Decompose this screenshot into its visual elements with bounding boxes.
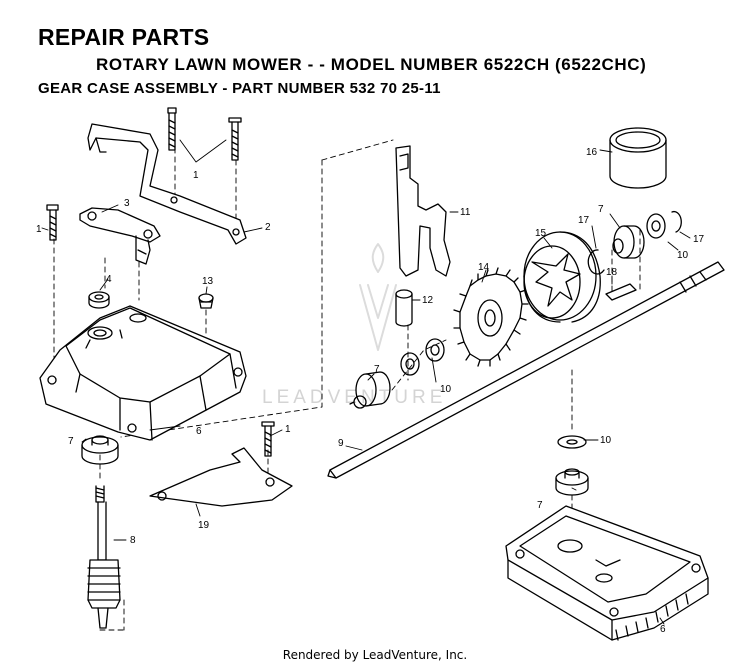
callout-17-left: 17 bbox=[578, 215, 590, 226]
callout-7-lower: 7 bbox=[537, 500, 543, 511]
worm-shaft-part-8 bbox=[87, 485, 121, 629]
callout-1-lower: 1 bbox=[285, 424, 291, 435]
bracket-part-2 bbox=[87, 123, 247, 245]
washer-part-10-lower bbox=[557, 435, 587, 449]
page-title: REPAIR PARTS bbox=[38, 24, 210, 50]
snap-ring-part-17-left bbox=[587, 249, 605, 275]
screw-part-1-top-right bbox=[228, 117, 242, 161]
callout-leaders bbox=[41, 149, 691, 625]
callout-16: 16 bbox=[586, 147, 598, 158]
key-part-18 bbox=[605, 283, 637, 301]
callout-2: 2 bbox=[265, 222, 271, 233]
gear-part-14 bbox=[453, 267, 529, 367]
gear-case-part-6 bbox=[39, 305, 247, 441]
drive-shaft-part-9 bbox=[327, 261, 725, 479]
callout-9: 9 bbox=[338, 438, 344, 449]
screw-part-1-top-left bbox=[167, 107, 177, 151]
footer-credit: Rendered by LeadVenture, Inc. bbox=[282, 648, 468, 662]
callout-7-left: 7 bbox=[68, 436, 74, 447]
callout-labels: 1 1 1 2 3 4 6 6 7 7 7 7 8 9 10 10 10 11 … bbox=[36, 147, 705, 635]
callout-19: 19 bbox=[198, 520, 210, 531]
washer-part-10-mid-b bbox=[425, 338, 445, 362]
callout-1-top: 1 bbox=[193, 170, 199, 181]
bearing-part-16 bbox=[609, 127, 667, 189]
callout-leader-1-top bbox=[179, 139, 227, 163]
callout-11: 11 bbox=[460, 207, 471, 218]
shift-fork-part-11 bbox=[395, 145, 451, 277]
callout-14: 14 bbox=[478, 262, 490, 273]
washer-part-4 bbox=[88, 291, 110, 309]
bushing-part-7-lower bbox=[555, 468, 589, 496]
callout-12: 12 bbox=[422, 295, 434, 306]
callout-1-left: 1 bbox=[36, 224, 42, 235]
callout-17-right: 17 bbox=[693, 234, 705, 245]
washer-part-10-right bbox=[646, 213, 666, 239]
sleeve-part-12 bbox=[395, 289, 413, 327]
watermark-text: LEADVENTURE bbox=[262, 387, 446, 408]
callout-4: 4 bbox=[106, 274, 112, 285]
callout-10-right: 10 bbox=[677, 250, 689, 261]
model-subtitle: ROTARY LAWN MOWER - - MODEL NUMBER 6522C… bbox=[96, 55, 647, 74]
callout-13: 13 bbox=[202, 276, 214, 287]
callout-10-mid: 10 bbox=[440, 384, 452, 395]
gear-case-part-6-lower bbox=[505, 505, 709, 641]
callout-7-right: 7 bbox=[598, 204, 604, 215]
screw-part-1-lower bbox=[261, 421, 275, 457]
bushing-part-7-mid bbox=[349, 371, 391, 409]
bushing-part-7-right bbox=[612, 225, 645, 259]
assembly-title: GEAR CASE ASSEMBLY - PART NUMBER 532 70 … bbox=[38, 80, 441, 97]
screw-part-1-left bbox=[46, 204, 59, 241]
lever-part-3 bbox=[79, 207, 161, 265]
callout-6-upper: 6 bbox=[196, 426, 202, 437]
callout-10-lower: 10 bbox=[600, 435, 612, 446]
plate-part-19 bbox=[149, 447, 293, 507]
callout-15: 15 bbox=[535, 228, 547, 239]
callout-3: 3 bbox=[124, 198, 130, 209]
callout-6-lower: 6 bbox=[660, 624, 666, 635]
callout-7-mid: 7 bbox=[374, 364, 380, 375]
bushing-part-7-left bbox=[81, 435, 119, 465]
washer-part-10-mid-a bbox=[400, 352, 420, 376]
clutch-part-15 bbox=[523, 231, 601, 323]
snap-ring-part-17-right bbox=[671, 210, 682, 233]
callout-8: 8 bbox=[130, 535, 136, 546]
plug-part-13 bbox=[198, 293, 214, 309]
callout-18: 18 bbox=[606, 267, 618, 278]
watermark-logo bbox=[359, 243, 397, 351]
